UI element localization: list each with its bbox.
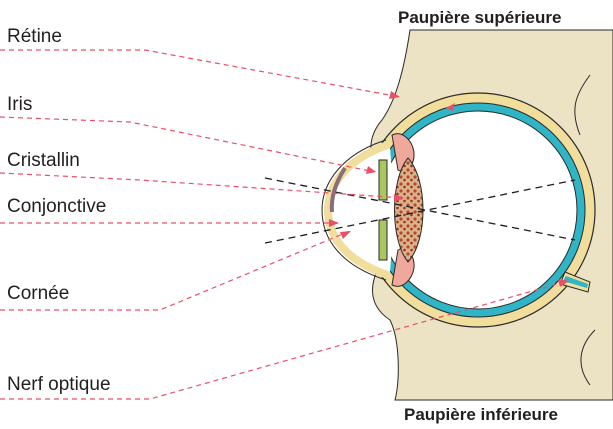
label-paupiere-inferieure: Paupière inférieure	[404, 406, 558, 423]
label-nerf-optique: Nerf optique	[7, 375, 111, 394]
label-conjonctive: Conjonctive	[7, 197, 106, 216]
label-cristallin: Cristallin	[7, 151, 80, 170]
iris-lower	[379, 220, 387, 260]
label-iris: Iris	[7, 95, 32, 114]
leader-retine	[0, 50, 400, 97]
label-paupiere-superieure: Paupière supérieure	[398, 9, 561, 26]
label-cornee: Cornée	[7, 284, 69, 303]
iris-upper	[379, 160, 387, 200]
label-retine: Rétine	[7, 27, 62, 46]
